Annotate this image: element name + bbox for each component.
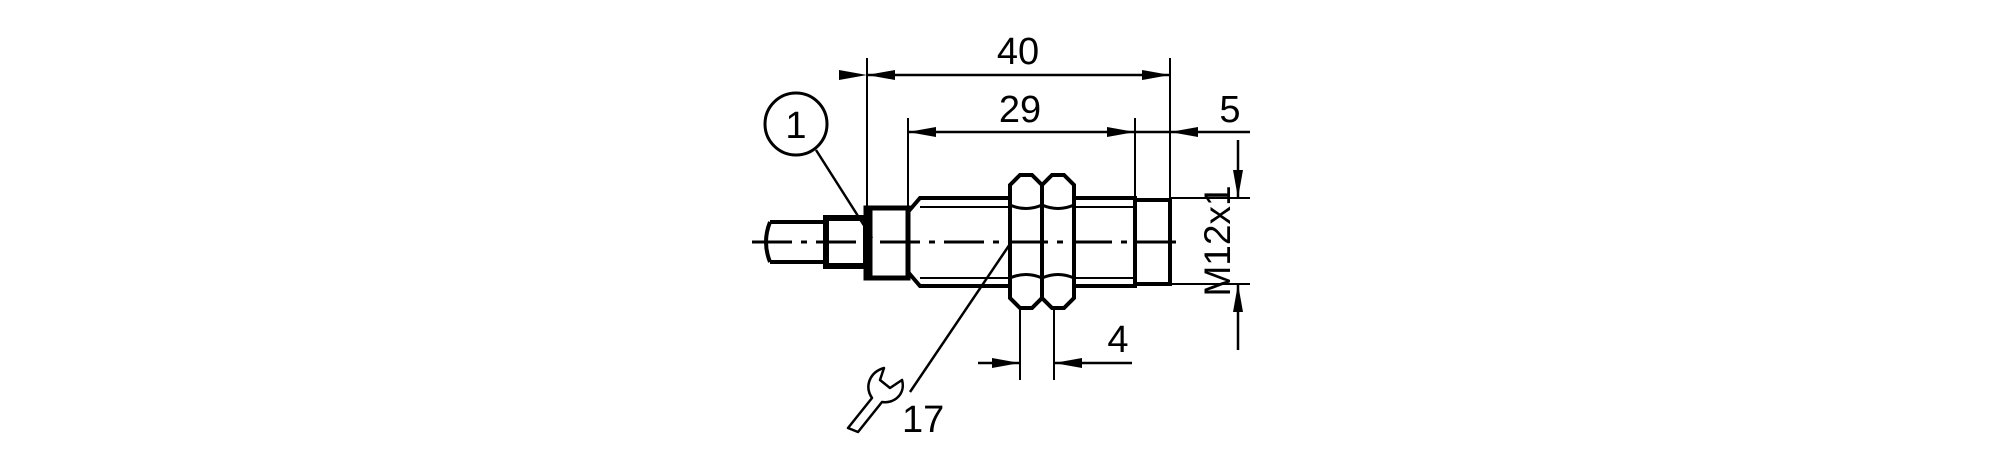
dim-thread-label: M12x1	[1197, 185, 1238, 296]
dimension-thread: M12x1	[1197, 140, 1243, 350]
dim-5-label: 5	[1219, 89, 1240, 131]
dim-40-label: 40	[997, 31, 1039, 73]
nut-left-chamfer	[1009, 203, 1043, 280]
dim-29-label: 29	[999, 89, 1041, 131]
wrench-size-label: 17	[902, 399, 944, 441]
nut-right-chamfer	[1041, 203, 1075, 280]
wrench-callout: 17	[846, 243, 1012, 441]
callout-1: 1	[763, 91, 874, 239]
callout-leader	[814, 149, 874, 239]
callout-circle	[763, 91, 829, 157]
dimension-5: 5	[1135, 89, 1250, 137]
sensor-body	[764, 173, 1172, 310]
dim-4-label: 4	[1107, 319, 1128, 361]
wrench-icon	[846, 366, 905, 434]
dimension-40: 40	[839, 31, 1170, 80]
dimension-29: 29	[908, 89, 1135, 137]
wrench-leader	[908, 243, 1012, 393]
callout-number: 1	[785, 105, 806, 147]
dimension-4: 4	[978, 319, 1132, 368]
